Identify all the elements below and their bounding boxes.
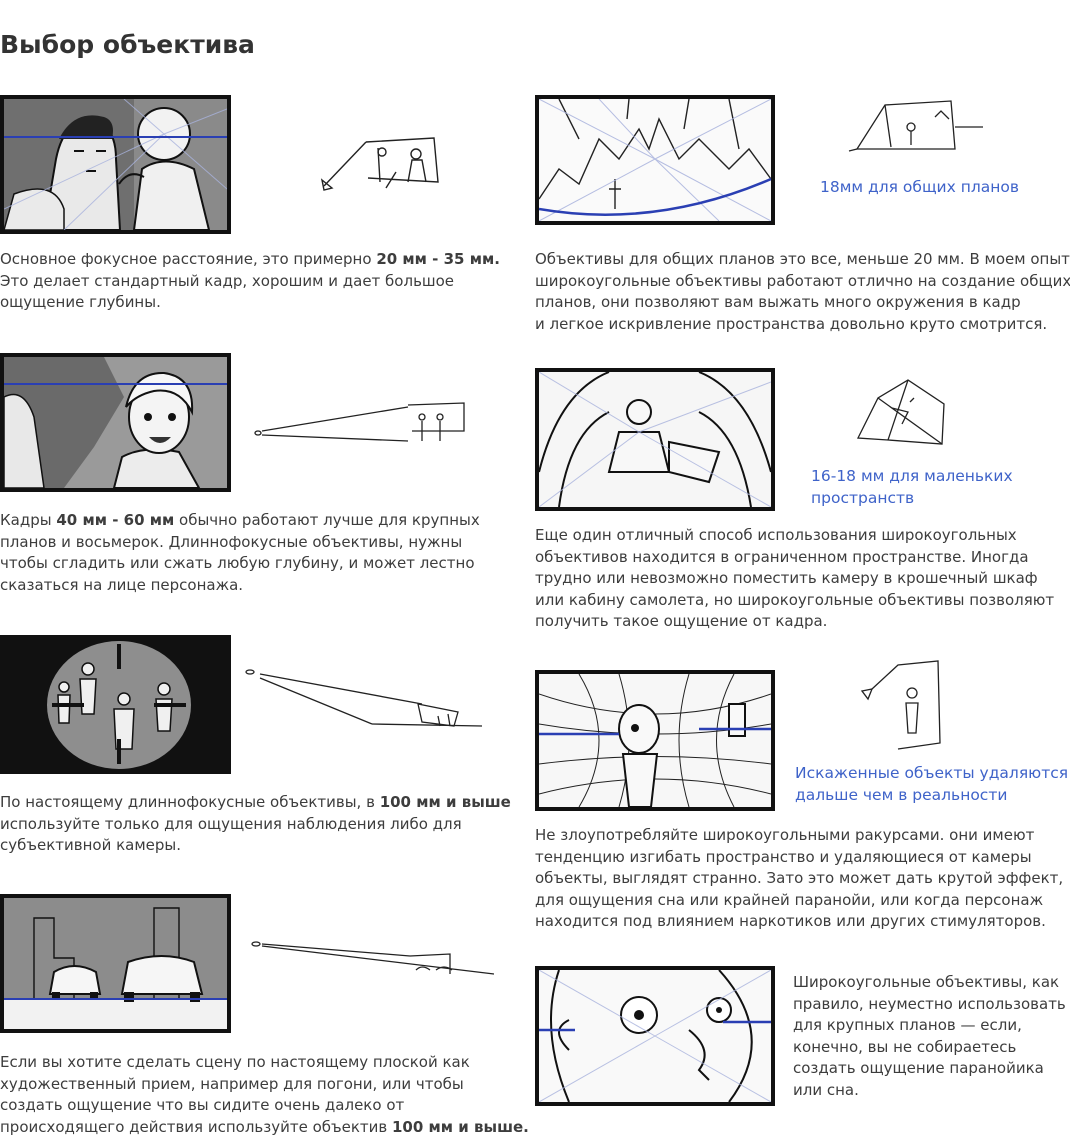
storyboard-frame-distortion: [535, 670, 775, 811]
storyboard-frame-flat-lens: [0, 894, 231, 1033]
page-title: Выбор объектива: [0, 30, 255, 59]
camera-diagram-sketch: [316, 128, 446, 192]
paragraph-flat-lens: Если вы хотите сделать сцену по настояще…: [0, 1053, 529, 1136]
paragraph-distortion: Не злоупотребляйте широкоугольными ракур…: [535, 826, 1064, 931]
caption-distortion: Искаженные объекты удаляются дальше чем …: [795, 764, 1069, 804]
storyboard-frame-telephoto-lens: [0, 635, 231, 774]
storyboard-frame-standard-lens: [0, 95, 231, 234]
camera-diagram-sketch: [250, 936, 494, 980]
camera-diagram-sketch: [242, 664, 488, 734]
camera-diagram-sketch: [252, 395, 472, 451]
paragraph-wide-lens: Объективы для общих планов это все, мень…: [535, 250, 1070, 333]
storyboard-frame-small-space: [535, 368, 775, 511]
paragraph-telephoto-lens: По настоящему длиннофокусные объективы, …: [0, 793, 511, 855]
paragraph-standard-lens: Основное фокусное расстояние, это пример…: [0, 250, 500, 312]
camera-diagram-sketch: [845, 97, 985, 169]
camera-diagram-sketch: [848, 368, 952, 450]
camera-diagram-sketch: [858, 659, 942, 751]
paragraph-small-space: Еще один отличный способ использования ш…: [535, 526, 1055, 631]
caption-wide-lens: 18мм для общих планов: [820, 178, 1020, 196]
storyboard-frame-closeup: [535, 966, 775, 1106]
storyboard-frame-medium-lens: [0, 353, 231, 492]
storyboard-frame-wide-lens: [535, 95, 775, 225]
paragraph-closeup: Широкоугольные объективы, как правило, н…: [793, 973, 1066, 1099]
caption-small-space: 16-18 мм для маленьких пространств: [811, 467, 1013, 507]
paragraph-medium-lens: Кадры 40 мм - 60 мм обычно работают лучш…: [0, 511, 480, 594]
